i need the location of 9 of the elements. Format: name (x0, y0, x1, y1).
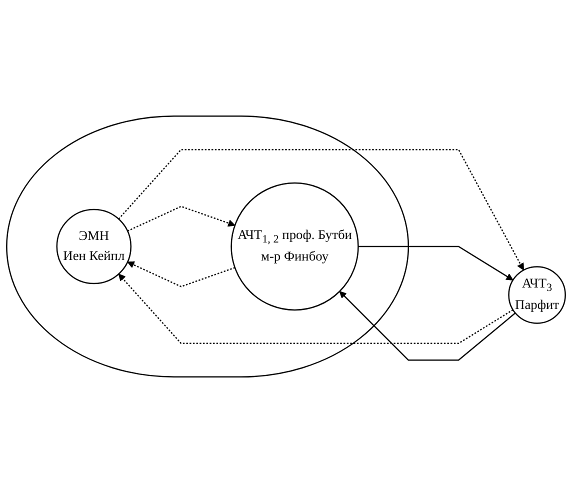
arrow (127, 206, 236, 232)
node-circle: АЧТ$_{3}$ Парфит (508, 266, 566, 324)
node-circle: АЧТ$_{1, 2}$ проф. Бутби м-р Финбоу (230, 182, 359, 311)
arrow (339, 291, 516, 361)
arrow (118, 274, 514, 344)
arrow (358, 246, 514, 280)
node-circle: ЭМН Иен Кейпл (56, 208, 132, 284)
arrow (127, 261, 236, 288)
arrow (118, 148, 524, 270)
